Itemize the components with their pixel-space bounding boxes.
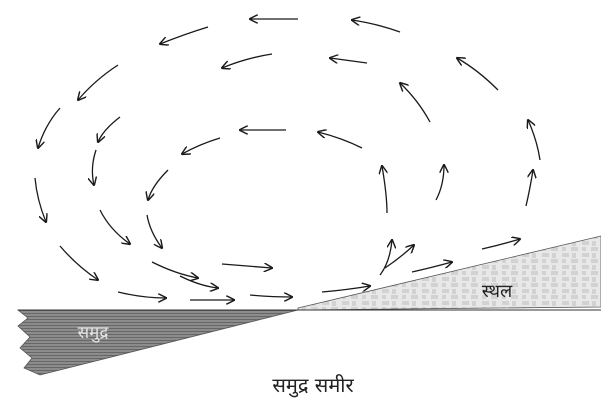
flow-arrow <box>457 58 499 91</box>
flow-arrow <box>151 261 198 278</box>
flow-arrow <box>352 20 401 33</box>
diagram-caption: समुद्र समीर <box>272 373 354 398</box>
land-label: स्थल <box>482 281 513 302</box>
flow-arrow <box>117 291 166 298</box>
flow-arrow <box>59 245 98 280</box>
inner-circulation-loop <box>147 130 392 288</box>
flow-arrow <box>249 295 292 297</box>
flow-arrow <box>525 170 533 207</box>
sea-surface <box>16 309 299 376</box>
flow-arrow <box>379 240 392 276</box>
flow-arrow <box>221 264 272 268</box>
flow-arrow <box>98 116 121 142</box>
flow-arrow <box>38 107 61 148</box>
flow-arrow <box>435 165 444 201</box>
flow-arrow <box>321 286 370 293</box>
flow-arrow <box>411 262 452 273</box>
flow-arrow <box>148 169 169 200</box>
outer-circulation-loop <box>34 19 541 300</box>
flow-arrow <box>78 64 119 100</box>
flow-arrow <box>146 214 162 248</box>
sea-label: समुद्र <box>78 323 110 343</box>
middle-circulation-loop <box>92 53 444 278</box>
flow-arrow <box>384 245 414 269</box>
flow-arrow <box>528 120 541 161</box>
flow-arrow <box>222 53 273 68</box>
flow-arrow <box>160 26 209 44</box>
flow-arrow <box>382 166 387 214</box>
flow-arrow <box>318 132 363 149</box>
flow-arrow <box>92 149 96 185</box>
flow-arrow <box>179 275 218 288</box>
flow-arrow <box>34 177 46 222</box>
flow-arrow <box>400 83 431 123</box>
flow-arrow <box>330 58 368 64</box>
land-surface <box>297 235 601 311</box>
flow-arrow <box>481 239 520 250</box>
flow-arrow <box>99 209 130 244</box>
flow-arrow <box>182 137 221 154</box>
